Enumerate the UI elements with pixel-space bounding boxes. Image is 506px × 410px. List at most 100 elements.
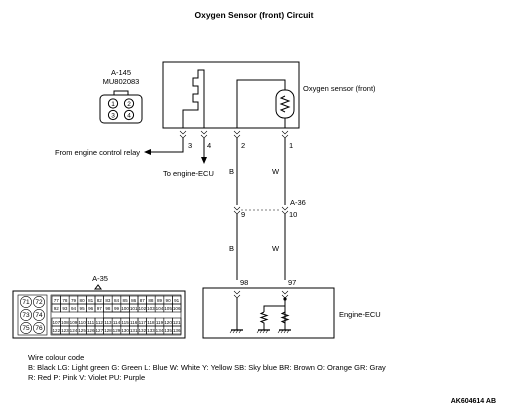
legend-heading: Wire colour code (28, 353, 84, 362)
connector-a145: A-145 MU802083 1 2 3 4 (99, 68, 143, 124)
a35-pin-122: 122 (52, 328, 60, 333)
a35-pin-82: 82 (97, 298, 103, 303)
a35-pin-75: 75 (22, 325, 30, 332)
a35-pin-103: 103 (147, 306, 155, 311)
a35-pin-119: 119 (156, 320, 164, 325)
a35-pin-108: 108 (61, 320, 69, 325)
a35-pin-99: 99 (114, 306, 120, 311)
a145-pin-1: 1 (111, 101, 115, 108)
wire-color-left-upper: B (229, 167, 234, 176)
a35-pin-107: 107 (52, 320, 60, 325)
a35-pin-96: 96 (88, 306, 94, 311)
a35-pin-109: 109 (70, 320, 78, 325)
legend-line-1: B: Black LG: Light green G: Green L: Blu… (28, 363, 386, 372)
a35-pin-114: 114 (113, 320, 121, 325)
a35-pin-91: 91 (174, 298, 180, 303)
legend-line-2: R: Red P: Pink V: Violet PU: Purple (28, 373, 145, 382)
relay-label: From engine control relay (55, 148, 140, 157)
diagram-title: Oxygen Sensor (front) Circuit (194, 10, 313, 20)
a35-pin-117: 117 (139, 320, 147, 325)
a35-pin-85: 85 (123, 298, 129, 303)
a35-pin-93: 93 (62, 306, 68, 311)
ecu-label: Engine-ECU (339, 310, 381, 319)
a35-pin-102: 102 (138, 306, 146, 311)
a35-pin-81: 81 (88, 298, 94, 303)
a35-pin-77: 77 (54, 298, 60, 303)
a35-pin-71-socket (20, 296, 32, 308)
a35-pin-73-socket (20, 309, 32, 321)
wire-color-right-upper: W (272, 167, 280, 176)
a35-pin-86: 86 (131, 298, 137, 303)
junction-id: A-36 (290, 198, 306, 207)
sensor-pin-4: 4 (207, 141, 211, 150)
a35-pin-120: 120 (164, 320, 172, 325)
a35-pin-88: 88 (148, 298, 154, 303)
a35-pin-104: 104 (156, 306, 164, 311)
signal-wire-internal (236, 79, 286, 128)
a35-pin-113: 113 (104, 320, 112, 325)
a35-pin-75-socket (20, 322, 32, 334)
wire-color-right-lower: W (272, 244, 280, 253)
sensor-pin-2: 2 (241, 141, 245, 150)
a35-pin-136: 136 (173, 328, 181, 333)
relay-wire: From engine control relay (55, 138, 184, 157)
a35-pin-101: 101 (130, 306, 138, 311)
a35-pin-98: 98 (105, 306, 111, 311)
a35-pin-97: 97 (97, 306, 103, 311)
a35-pin-132: 132 (138, 328, 146, 333)
a35-pin-134: 134 (156, 328, 164, 333)
ecu-box (202, 287, 335, 339)
a145-pin-4: 4 (127, 113, 131, 120)
ecu-resistor-right (280, 311, 290, 324)
a35-pin-76-socket (33, 322, 45, 334)
a35-pin-116: 116 (130, 320, 138, 325)
a35-pin-125: 125 (78, 328, 86, 333)
a35-pin-83: 83 (105, 298, 111, 303)
a35-pin-121: 121 (173, 320, 181, 325)
a35-pin-118: 118 (147, 320, 155, 325)
ecu-pin-98: 98 (240, 278, 248, 287)
a35-pin-79: 79 (71, 298, 77, 303)
ecu-pin-97: 97 (288, 278, 296, 287)
sensor-element (275, 89, 295, 119)
a35-pin-80: 80 (80, 298, 86, 303)
a35-pin-115: 115 (121, 320, 129, 325)
a35-pin-90: 90 (166, 298, 172, 303)
a35-pin-89: 89 (157, 298, 163, 303)
a35-pin-112: 112 (96, 320, 104, 325)
a35-pin-126: 126 (87, 328, 95, 333)
a35-key-notch (103, 311, 130, 319)
junction-pin-10: 10 (289, 210, 297, 219)
reference-code: AK604614 AB (451, 398, 496, 405)
sensor-resistor-icon (279, 95, 291, 113)
connector-a145-id: A-145 (111, 68, 131, 77)
a35-pin-106: 106 (173, 306, 181, 311)
junction-a36: A-36 9 10 B W (229, 198, 306, 280)
a35-pin-72: 72 (35, 299, 43, 306)
a35-pin-129: 129 (113, 328, 121, 333)
a35-pin-124: 124 (70, 328, 78, 333)
a35-pin-74: 74 (35, 312, 43, 319)
a35-pin-74-socket (33, 309, 45, 321)
a35-pin-87: 87 (140, 298, 146, 303)
sensor-pin-3: 3 (188, 141, 192, 150)
a35-pin-78: 78 (62, 298, 68, 303)
a35-pin-95: 95 (80, 306, 86, 311)
a35-pin-76: 76 (35, 325, 43, 332)
sensor-box (162, 61, 300, 129)
a35-pin-135: 135 (164, 328, 172, 333)
sensor-label: Oxygen sensor (front) (303, 84, 376, 93)
a35-pin-111: 111 (87, 320, 94, 325)
a35-pin-92: 92 (54, 306, 60, 311)
a35-pin-84: 84 (114, 298, 120, 303)
a145-pin-3: 3 (111, 113, 115, 120)
main-wires: B W (229, 138, 286, 205)
connector-a145-part: MU802083 (103, 77, 140, 86)
oxygen-sensor: Oxygen sensor (front) (162, 61, 376, 129)
heater-element (182, 69, 205, 128)
a145-pin-2: 2 (127, 101, 131, 108)
connector-a35-id: A-35 (92, 274, 108, 283)
